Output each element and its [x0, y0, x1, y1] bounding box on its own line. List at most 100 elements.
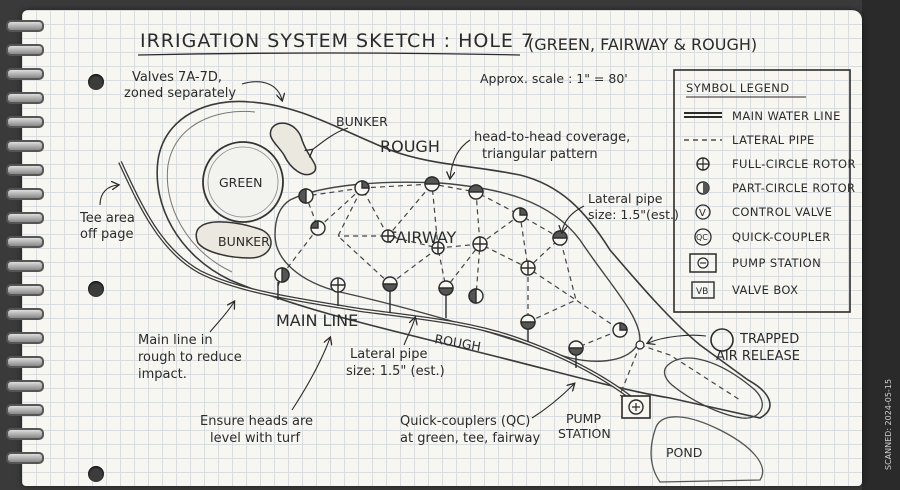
air-release-line: AIR RELEASE: [716, 349, 800, 364]
lateral-right-arrow: [562, 205, 585, 232]
main-rough-line: impact.: [138, 367, 187, 382]
qc-arrow: [531, 384, 574, 419]
spiral-binding: [6, 92, 44, 104]
air-release-line: TRAPPED: [739, 332, 799, 347]
spiral-binding: [6, 260, 44, 272]
air-release-valve: [635, 340, 645, 350]
air-release-arrow: [648, 334, 707, 343]
main-water-line-icon: [684, 112, 722, 118]
rough-bottom-label: ROUGH: [433, 331, 482, 354]
legend-item: V CONTROL VALVE: [695, 204, 832, 220]
title-underline: [137, 52, 521, 56]
part-circle-rotors: [274, 176, 628, 356]
legend-label: CONTROL VALVE: [732, 205, 832, 219]
control-valve-icon: [695, 204, 711, 220]
bunker-lower-label: BUNKER: [218, 234, 270, 249]
valve-box-icon: [691, 281, 715, 299]
valves-note-line: Valves 7A-7D,: [132, 70, 222, 85]
level-note-line: level with turf: [210, 431, 300, 446]
legend-label: LATERAL PIPE: [732, 133, 815, 147]
quick-coupler-icon: [694, 228, 712, 246]
bunker-lower: [195, 221, 272, 259]
valves-note-line: zoned separately: [124, 86, 236, 101]
pump-label-line: PUMP: [566, 411, 601, 426]
main-water-line-core: [119, 161, 641, 406]
valve-box-glyph: VB: [696, 287, 708, 297]
main-rough-line: rough to reduce: [138, 350, 242, 365]
sketch-subtitle: (GREEN, FAIRWAY & ROUGH): [528, 35, 757, 54]
quick-coupler-glyph: QC: [696, 233, 708, 242]
sketch-title: IRRIGATION SYSTEM SKETCH : HOLE 7: [140, 30, 534, 52]
main-rough-note: Main line in rough to reduce impact.: [138, 333, 246, 382]
legend-label: FULL-CIRCLE ROTOR: [732, 157, 856, 171]
tee-box: [663, 357, 763, 419]
spiral-binding: [6, 284, 44, 296]
bunker-upper: [269, 122, 317, 176]
full-circle-rotor-icon: [696, 157, 710, 171]
legend-label: MAIN WATER LINE: [732, 109, 841, 123]
coverage-note-line: triangular pattern: [482, 147, 598, 162]
tee-note-line: off page: [80, 227, 134, 242]
spiral-binding: [6, 356, 44, 368]
legend-title: SYMBOL LEGEND: [686, 81, 790, 95]
bunker-arrow: [312, 127, 349, 150]
spiral-binding: [6, 428, 44, 440]
legend-item: LATERAL PIPE: [684, 133, 815, 147]
spiral-binding: [6, 404, 44, 416]
fairway-boundary: [274, 181, 641, 362]
qc-note-line: Quick-couplers (QC): [400, 414, 530, 429]
legend-box: [673, 69, 851, 313]
punch-hole: [88, 466, 104, 482]
air-release-note: TRAPPED AIR RELEASE: [716, 332, 803, 364]
spiral-binding: [6, 332, 44, 344]
pump-label-line: STATION: [558, 426, 611, 441]
main-rough-arrow: [209, 302, 234, 333]
punch-hole: [88, 281, 104, 297]
tee-note: Tee area off page: [79, 211, 139, 242]
lateral-bottom-line: size: 1.5" (est.): [346, 364, 445, 379]
level-note-line: Ensure heads are: [200, 414, 313, 429]
spiral-binding: [6, 236, 44, 248]
rough-top-label: ROUGH: [380, 137, 440, 156]
legend-item: VB VALVE BOX: [691, 281, 798, 299]
lateral-right-line: Lateral pipe: [588, 191, 663, 206]
tee-note-line: Tee area: [79, 211, 135, 226]
lateral-bottom-note: Lateral pipe size: 1.5" (est.): [346, 347, 445, 379]
head-risers: [277, 282, 577, 368]
legend-label: VALVE BOX: [732, 283, 798, 297]
spiral-binding: [6, 308, 44, 320]
pump-icon-cross: [632, 403, 640, 411]
main-line-label: MAIN LINE: [276, 311, 358, 330]
valves-note: Valves 7A-7D, zoned separately: [124, 70, 236, 101]
level-arrow: [291, 338, 330, 411]
lateral-bottom-line: Lateral pipe: [350, 347, 427, 362]
control-valve-glyph: V: [699, 208, 706, 219]
spiral-binding: [6, 140, 44, 152]
spiral-binding: [6, 164, 44, 176]
coverage-note-line: head-to-head coverage,: [474, 130, 630, 145]
spiral-binding: [6, 452, 44, 464]
spiral-binding: [6, 380, 44, 392]
pump-station-icon: [689, 253, 717, 273]
legend-item: PUMP STATION: [689, 253, 821, 273]
lateral-right-line: size: 1.5"(est.): [588, 207, 679, 222]
green-fringe: [207, 146, 279, 218]
tee-arrow: [99, 185, 118, 206]
scan-date-stamp: SCANNED: 2024-05-15: [884, 378, 893, 470]
spiral-binding: [6, 188, 44, 200]
level-note: Ensure heads are level with turf: [200, 414, 317, 446]
main-rough-line: Main line in: [138, 333, 213, 348]
rough-shading: [166, 110, 256, 273]
spiral-binding: [6, 44, 44, 56]
legend-label: PUMP STATION: [732, 256, 821, 270]
legend-label: PART-CIRCLE ROTOR: [732, 181, 855, 195]
scan-background: [862, 0, 900, 490]
spiral-binding: [6, 68, 44, 80]
green-outline: [202, 141, 284, 223]
spiral-binding: [6, 116, 44, 128]
part-circle-rotor-icon: [696, 181, 710, 195]
qc-note: Quick-couplers (QC) at green, tee, fairw…: [400, 414, 540, 446]
qc-note-line: at green, tee, fairway: [400, 431, 540, 446]
coverage-note: head-to-head coverage, triangular patter…: [474, 130, 634, 162]
